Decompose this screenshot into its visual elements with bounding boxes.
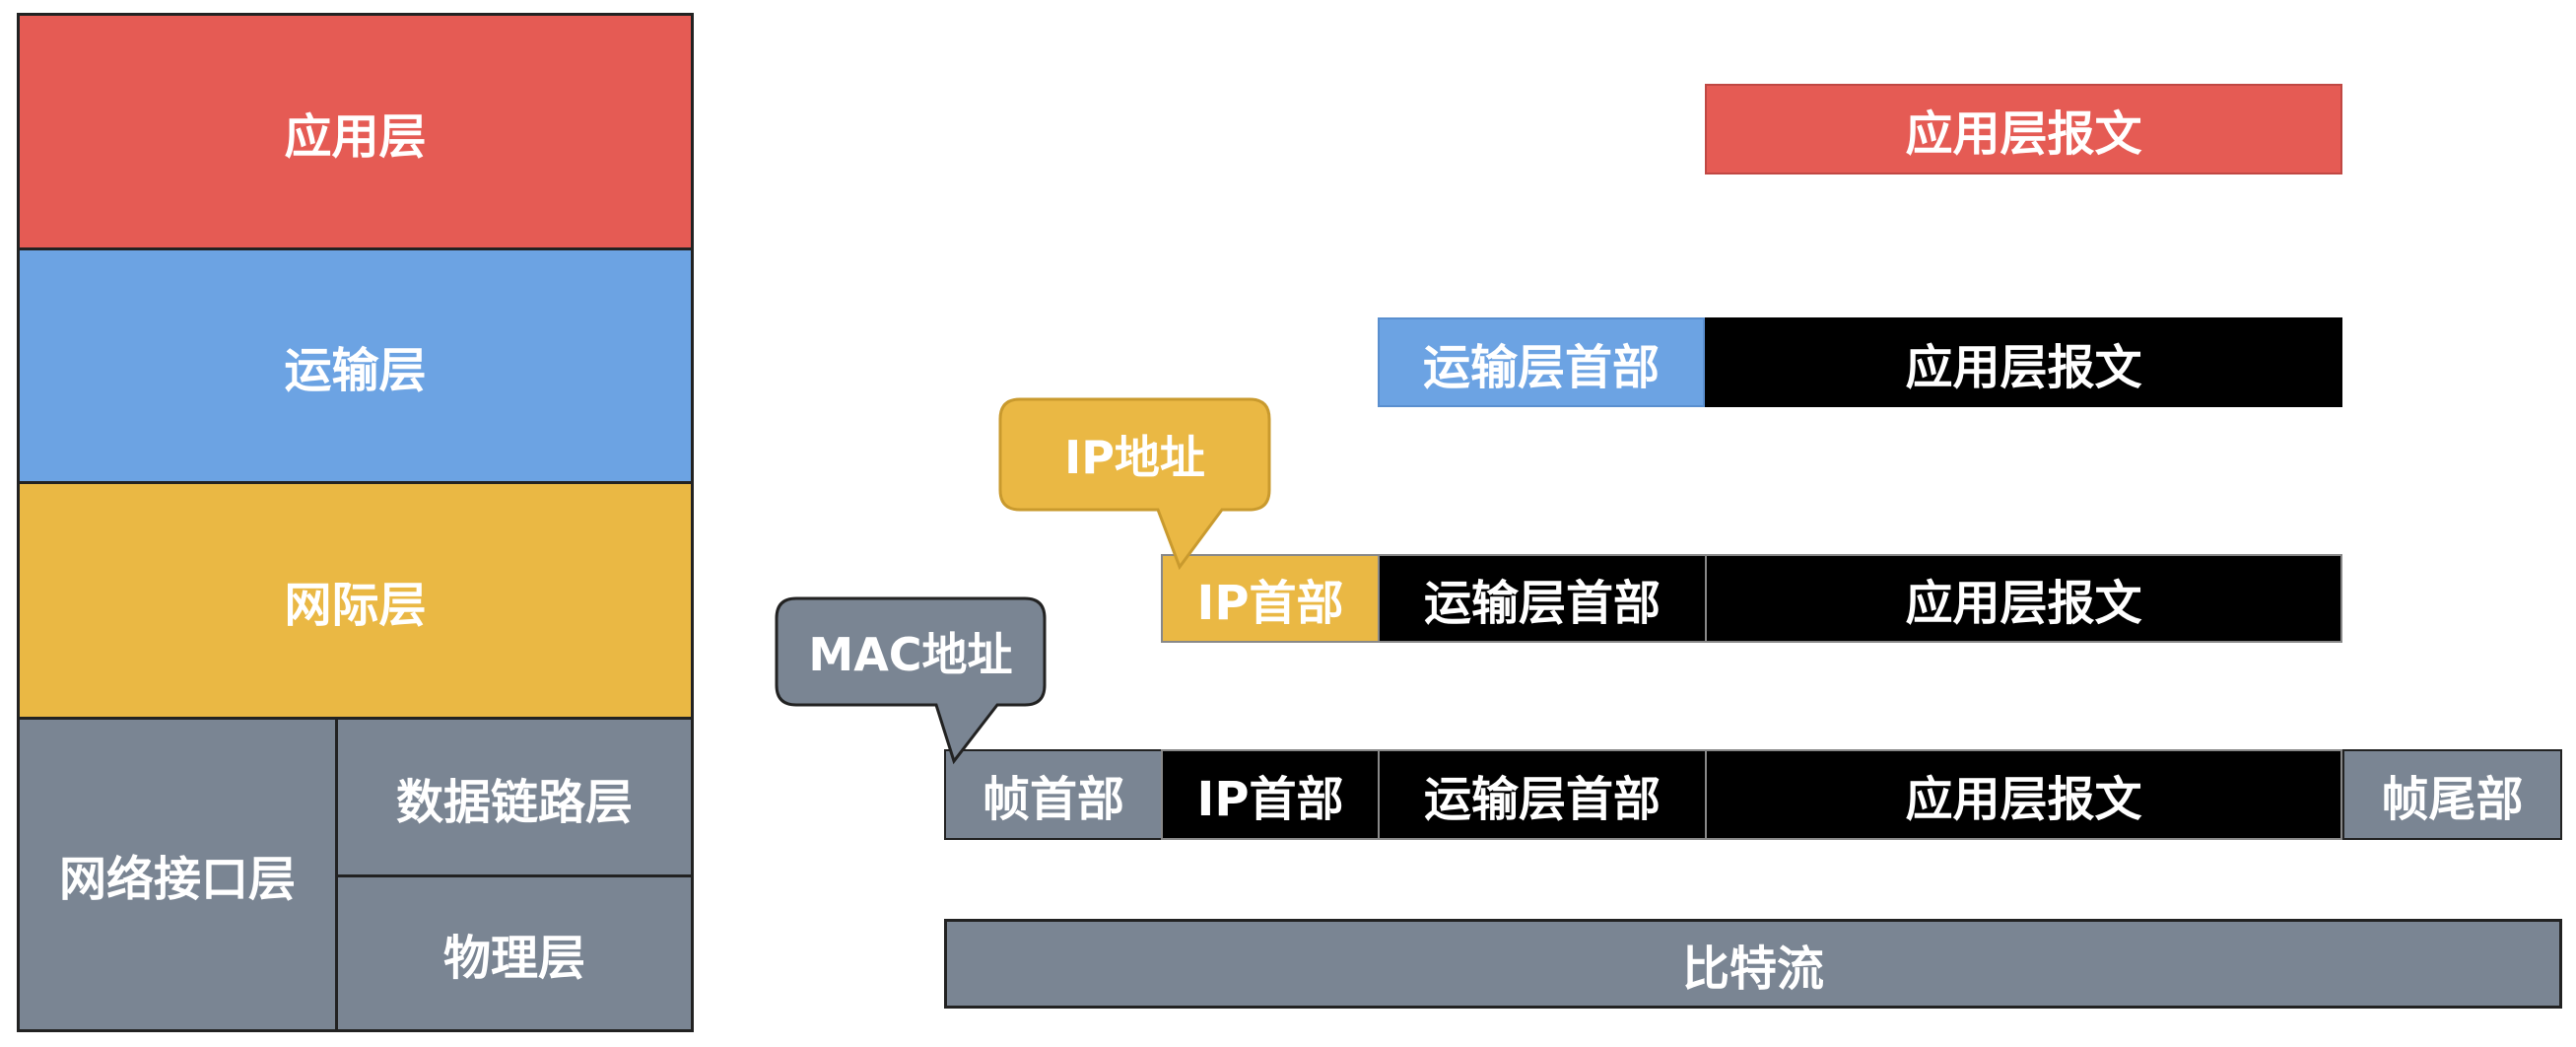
app-message-1: 应用层报文 [1705, 84, 2342, 174]
transport-header-4: 运输层首部 [1378, 749, 1707, 840]
ip-header-4: IP首部 [1161, 749, 1380, 840]
transport-header-3: 运输层首部 [1378, 554, 1707, 643]
app-message-3: 应用层报文 [1705, 554, 2342, 643]
layer-network-interface: 网络接口层 [17, 717, 338, 1032]
ip-callout-bubble [998, 397, 1271, 571]
frame-header: 帧首部 [944, 749, 1163, 840]
transport-header-2: 运输层首部 [1378, 317, 1705, 407]
frame-tail: 帧尾部 [2342, 749, 2562, 840]
layer-physical: 物理层 [335, 874, 694, 1032]
layer-application: 应用层 [17, 13, 694, 250]
app-message-4: 应用层报文 [1705, 749, 2342, 840]
layer-data-link: 数据链路层 [335, 717, 694, 877]
layer-internet: 网际层 [17, 481, 694, 720]
ip-address-callout: IP地址 [1064, 431, 1205, 484]
bitstream: 比特流 [944, 919, 2562, 1009]
app-message-2: 应用层报文 [1705, 317, 2342, 407]
mac-callout-bubble [775, 596, 1047, 765]
mac-address-callout: MAC地址 [808, 628, 1013, 681]
